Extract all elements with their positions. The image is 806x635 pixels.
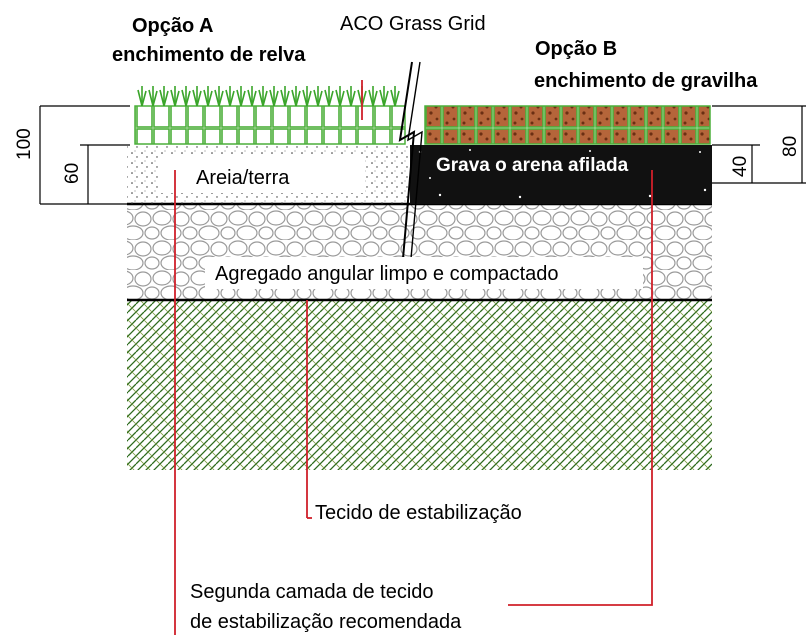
dim-label-60: 60: [62, 163, 83, 184]
grass-blade: [284, 90, 290, 107]
grass-grid-left: [134, 105, 406, 145]
break-line: [398, 61, 416, 271]
second-layer-label-line1: Segunda camada de tecido: [190, 581, 434, 603]
grass-blade: [174, 90, 180, 107]
grass-blade: [350, 90, 356, 107]
grass-blade: [328, 90, 334, 107]
dim-label-100: 100: [14, 128, 35, 160]
sand-label-box: [160, 155, 365, 193]
grass-blade: [229, 90, 235, 107]
sand-soil-label: Areia/terra: [196, 167, 290, 189]
grass-blade: [339, 90, 345, 107]
gravel-label: Grava o arena afilada: [436, 155, 629, 176]
grass-blade: [262, 90, 268, 107]
grass-blade: [218, 90, 224, 107]
grass-blade: [372, 90, 378, 107]
dim-label-80: 80: [780, 136, 801, 157]
grass-blade: [251, 90, 257, 107]
gravel-speckle: [418, 149, 707, 199]
gravel-grid-right: [424, 105, 711, 145]
grass-blade: [207, 90, 213, 107]
dim-label-40: 40: [730, 156, 751, 177]
grass-blade: [152, 90, 158, 107]
option-b-title: Opção B: [535, 38, 617, 60]
grass-blade: [394, 90, 400, 107]
aggregate-label-box: [205, 257, 643, 289]
grass-blade: [273, 90, 279, 107]
aggregate-label: Agregado angular limpo e compactado: [215, 263, 559, 285]
grass-blades: [137, 86, 400, 107]
grass-blade: [163, 90, 169, 107]
grass-blade: [306, 90, 312, 107]
grass-blade: [196, 90, 202, 107]
option-a-subtitle: enchimento de relva: [112, 44, 306, 66]
option-b-subtitle: enchimento de gravilha: [534, 70, 758, 92]
leader-lines: [174, 80, 653, 635]
gravel-layer: [410, 145, 712, 204]
second-layer-label-line2: de estabilização recomendada: [190, 611, 462, 633]
grass-blade: [141, 90, 147, 107]
break-line-2: [407, 61, 423, 271]
grass-blade: [383, 90, 389, 107]
grass-blade: [185, 90, 191, 107]
product-label: ACO Grass Grid: [340, 13, 486, 35]
native-soil-layer: [127, 300, 712, 470]
grass-blade: [240, 90, 246, 107]
grass-blade: [317, 90, 323, 107]
stabilization-fabric-label: Tecido de estabilização: [315, 502, 522, 524]
option-a-title: Opção A: [132, 15, 214, 37]
grass-blade: [295, 90, 301, 107]
